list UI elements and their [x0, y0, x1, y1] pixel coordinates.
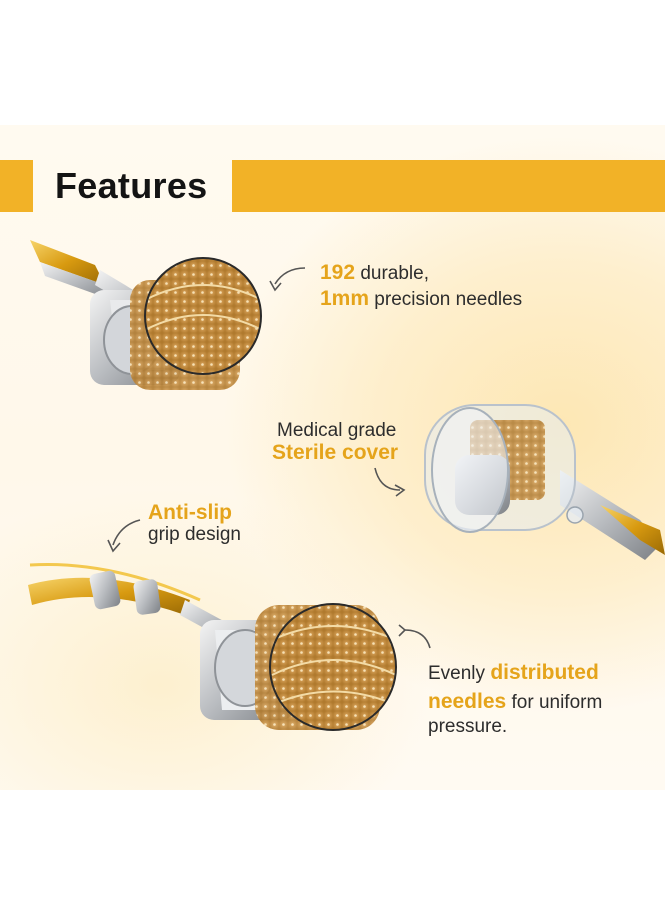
feature-needles-line2: 1mm precision needles [320, 287, 523, 310]
header-accent-bar-right [232, 160, 665, 212]
sterile-cover-roller-icon [424, 404, 665, 560]
curved-arrow-icon-3 [112, 519, 141, 546]
feature-distribution-line1: Evenly distributed [428, 661, 599, 684]
feature-grip-line2: grip design [148, 524, 241, 545]
dermaroller-icon [28, 562, 397, 731]
feature-needles-line1: 192 durable, [320, 261, 429, 284]
curved-arrow-icon-4 [404, 629, 431, 649]
feature-grip-line1: Anti-slip [148, 501, 232, 524]
feature-distribution-line2: needles for uniform [428, 690, 603, 713]
header-accent-bar-left [0, 160, 33, 212]
feature-distribution-line3: pressure. [428, 716, 508, 737]
roller-closeup-icon [30, 240, 262, 390]
features-title: Features [55, 165, 208, 206]
curved-arrow-icon [274, 267, 306, 285]
curved-arrow-icon-2 [374, 467, 401, 491]
feature-cover-line1: Medical grade [277, 420, 397, 441]
feature-cover-line2: Sterile cover [272, 441, 399, 464]
